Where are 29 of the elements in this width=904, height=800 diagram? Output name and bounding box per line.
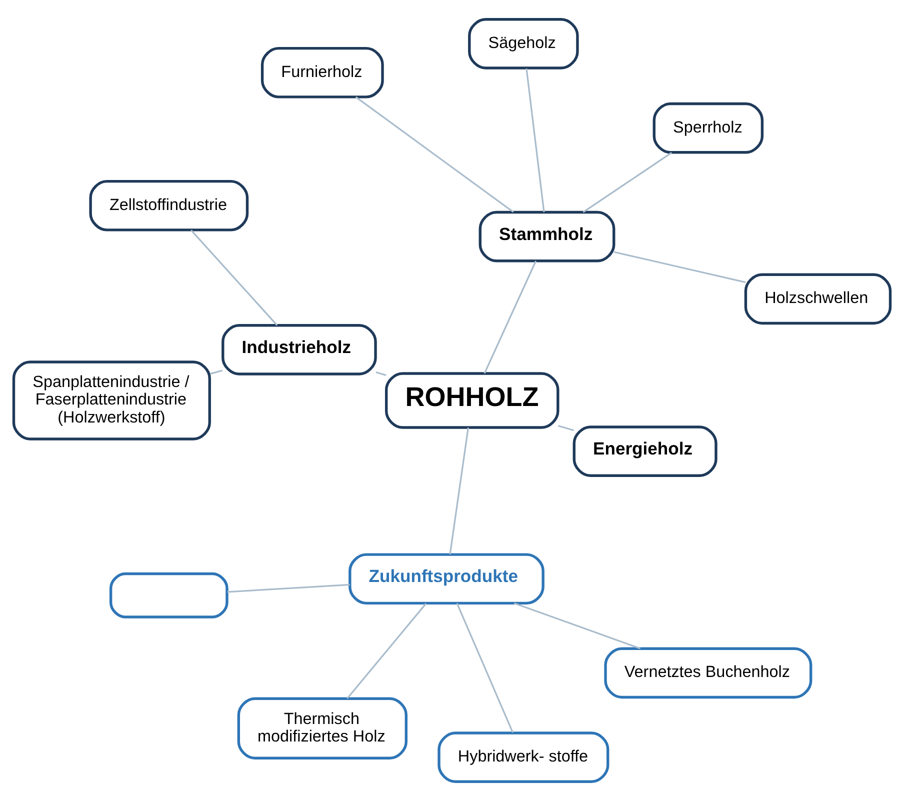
node-box: Thermisch modifiziertes Holz — [237, 696, 408, 759]
connector — [210, 369, 223, 374]
node-box — [109, 572, 228, 618]
connector — [355, 96, 514, 212]
connector — [449, 426, 470, 554]
connector — [190, 229, 278, 326]
node-box: Industrieholz — [222, 324, 377, 375]
connector — [484, 260, 537, 374]
connector — [582, 152, 672, 212]
node-box: Furnierholz — [260, 46, 384, 98]
node-box: Energieholz — [572, 425, 718, 476]
connector — [346, 602, 427, 699]
node-box: Zukunftsprodukte — [348, 552, 544, 604]
node-box: Sägeholz — [468, 18, 579, 69]
connector — [376, 371, 386, 376]
node-box: Sperrholz — [652, 102, 764, 154]
connector — [614, 250, 746, 283]
node-box: Hybridwerk- stoffe — [438, 731, 610, 782]
connector — [456, 602, 514, 732]
connector — [227, 583, 350, 592]
connector — [526, 68, 545, 212]
connector — [558, 424, 574, 431]
node-box: Zellstoffindustrie — [89, 179, 249, 231]
connector — [514, 602, 641, 649]
node-box: Stammholz — [478, 210, 616, 262]
node-box: Vernetztes Buchenholz — [604, 646, 812, 698]
node-box: Spanplattenindustrie / Faserplattenindustrie (Holzwerkstoff) — [12, 360, 211, 440]
node-box: Holzschwellen — [744, 272, 892, 324]
node-box: ROHHOLZ — [385, 372, 560, 428]
